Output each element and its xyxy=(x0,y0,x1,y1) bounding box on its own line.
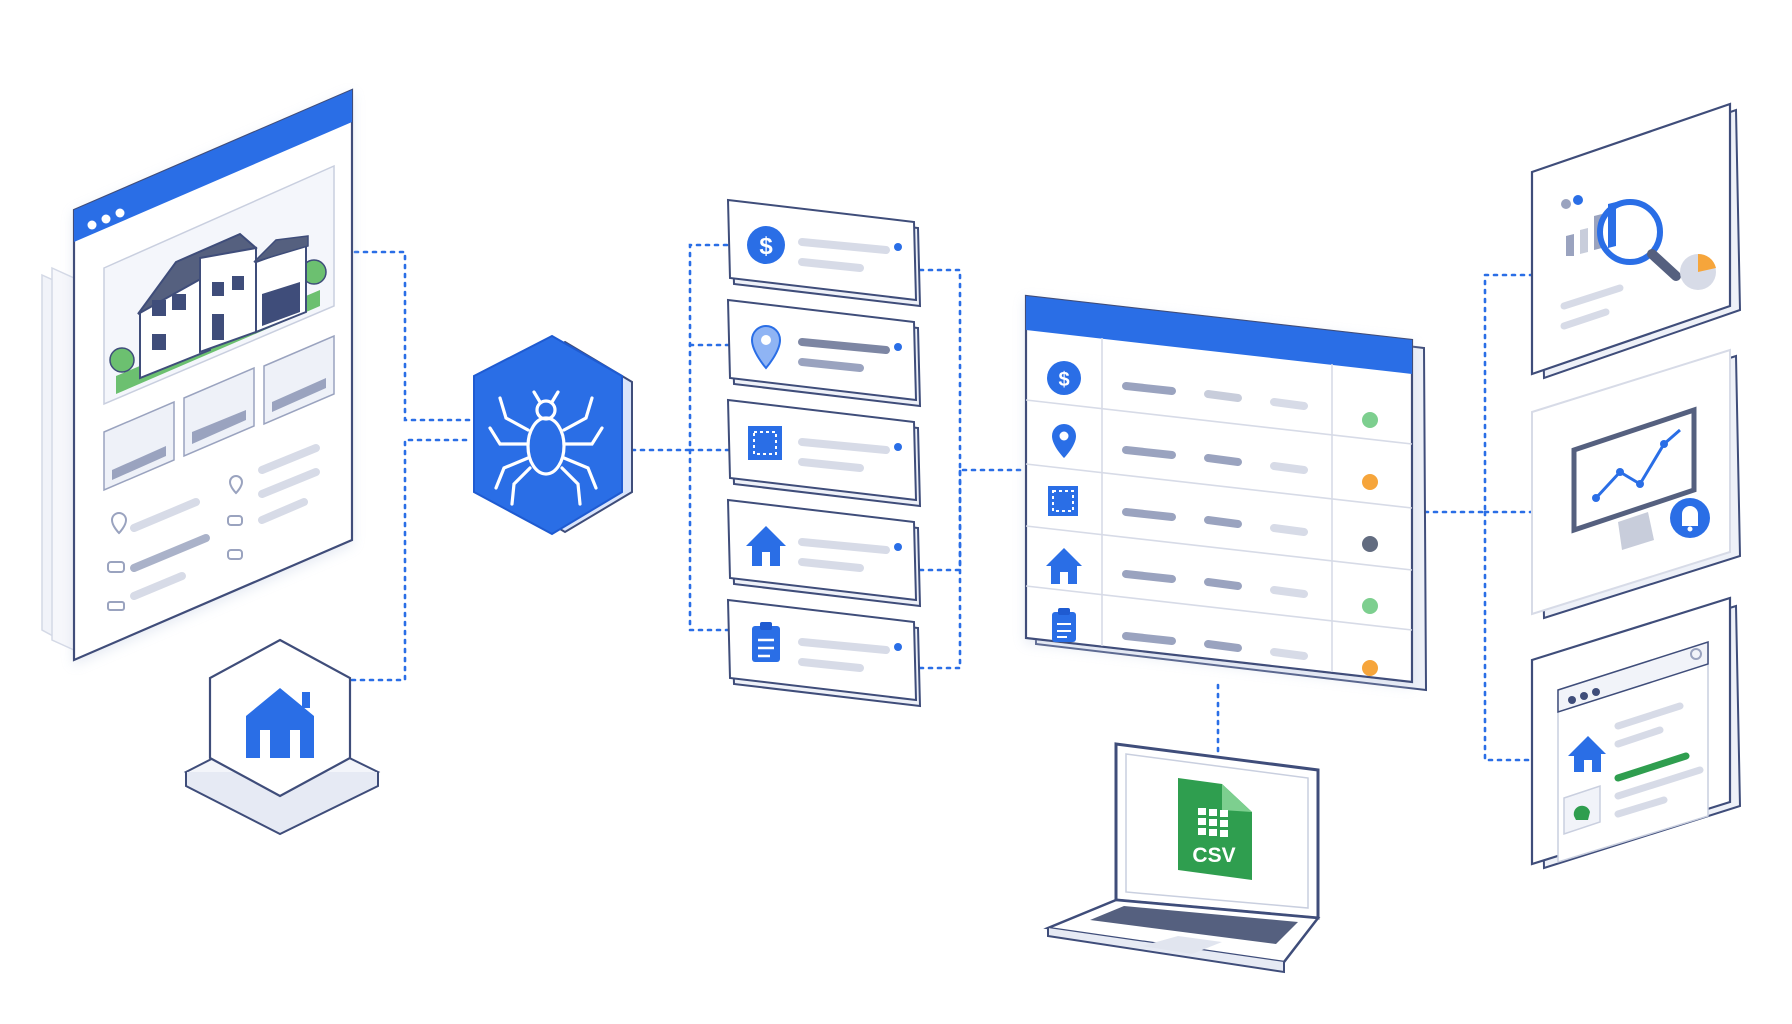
connector-field-6-table xyxy=(918,468,962,670)
monitor-alert-icon xyxy=(1571,406,1710,550)
keyboard xyxy=(1090,906,1298,944)
field-card-location xyxy=(726,298,922,408)
field-card-details xyxy=(726,598,922,708)
csv-label: CSV xyxy=(1192,844,1235,867)
sofa-icon xyxy=(107,561,125,573)
real-estate-logo-block xyxy=(183,638,381,836)
house-icon xyxy=(1046,548,1082,584)
house-illustration-icon xyxy=(109,232,327,394)
window-dot-icon xyxy=(115,208,125,218)
window-dot-icon xyxy=(87,220,97,230)
spider-icon xyxy=(488,390,604,506)
table-row xyxy=(1048,486,1378,552)
table-row xyxy=(1052,424,1378,490)
status-dot xyxy=(1362,412,1378,428)
status-dot xyxy=(1362,536,1378,552)
field-card-price: $ xyxy=(726,198,922,308)
clipboard-icon xyxy=(752,626,780,662)
source-listing-browser xyxy=(41,88,354,662)
house-icon xyxy=(746,526,786,566)
status-dot xyxy=(1362,474,1378,490)
real-estate-logo-icon xyxy=(246,688,314,758)
table-row xyxy=(1052,608,1378,676)
table-header-bar xyxy=(1026,296,1412,374)
field-card-property xyxy=(726,498,922,608)
search-icon xyxy=(1690,648,1702,660)
connector-browser-crawler xyxy=(353,250,472,422)
monitoring-panel xyxy=(1531,348,1742,620)
connector-crawler-field-4 xyxy=(688,448,732,632)
map-pin-icon xyxy=(750,325,782,370)
analytics-panel xyxy=(1530,102,1742,380)
table-row: $ xyxy=(1047,361,1378,428)
house-icon xyxy=(1568,736,1606,772)
magnifier-chart-icon xyxy=(1560,195,1716,330)
extracted-field-cards: $ xyxy=(726,198,922,708)
connector-fields-table xyxy=(918,268,1027,472)
connector-field-5-table xyxy=(918,468,962,572)
connector-crawler-fields xyxy=(630,243,732,452)
dollar-icon xyxy=(1047,361,1081,395)
map-pin-icon xyxy=(110,512,128,535)
car-icon xyxy=(227,549,243,560)
svg-text:$: $ xyxy=(1058,369,1069,391)
csv-export-laptop: CSV xyxy=(1043,742,1321,974)
field-card-floor-area xyxy=(726,398,922,508)
search-results-browser-icon xyxy=(1557,640,1709,864)
listing-web-panel xyxy=(1530,596,1742,870)
sofa-icon xyxy=(227,515,243,526)
table-row xyxy=(1046,548,1378,614)
window-dot-icon xyxy=(101,214,111,224)
status-dot xyxy=(1362,660,1378,676)
connector-home-crawler xyxy=(350,438,472,682)
output-data-table: $ xyxy=(1024,294,1428,692)
dollar-glyph: $ xyxy=(759,233,773,260)
dollar-icon xyxy=(747,226,785,264)
map-pin-icon xyxy=(1052,424,1076,458)
connector-table-listing xyxy=(1483,510,1534,762)
clipboard-icon xyxy=(1052,612,1076,642)
status-dot xyxy=(1362,598,1378,614)
bed-icon xyxy=(107,601,125,611)
connector-lines xyxy=(350,243,1534,762)
connector-table-right xyxy=(1423,273,1534,514)
map-pin-icon xyxy=(228,475,244,495)
csv-file-icon: CSV xyxy=(1178,778,1252,880)
browser-title-bar xyxy=(74,90,352,242)
crawler-node xyxy=(473,334,633,536)
